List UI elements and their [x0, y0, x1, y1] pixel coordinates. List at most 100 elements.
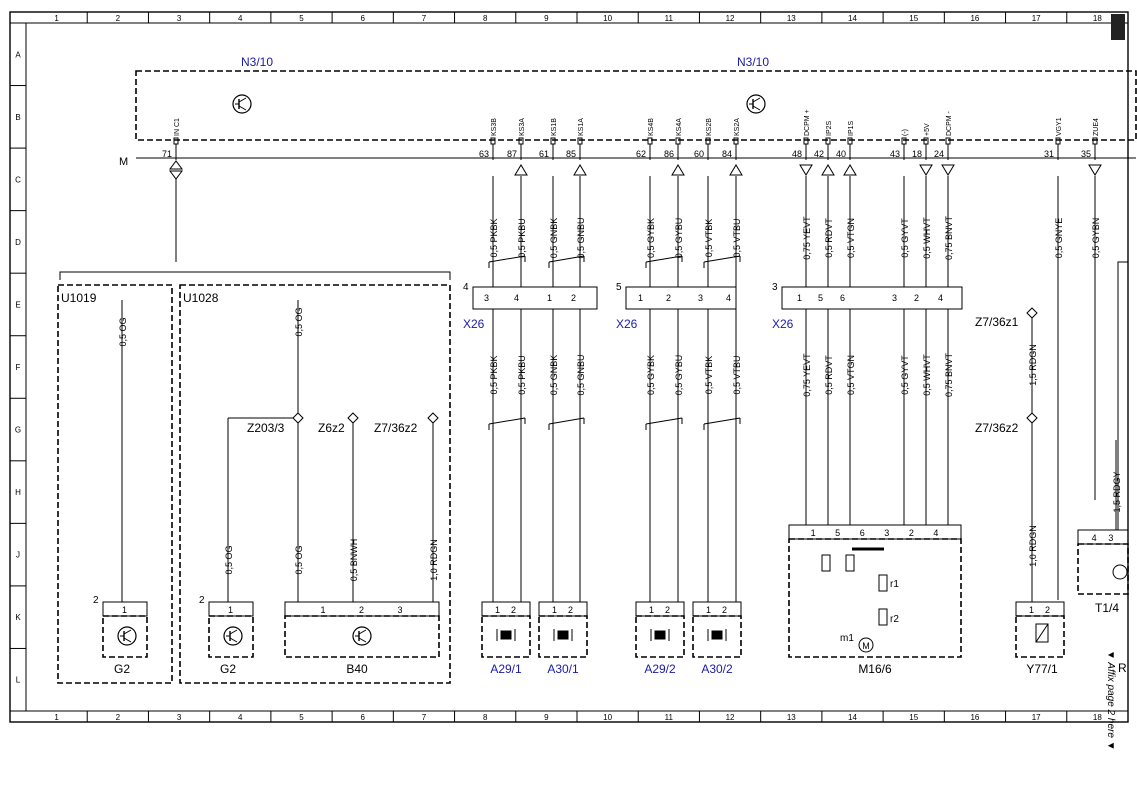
resistor-icon [821, 554, 831, 572]
side-note: ▼ Affix page 2 here ▼ [1105, 650, 1116, 751]
transistor-emitter [238, 105, 247, 111]
group-u1028 [179, 284, 451, 684]
splice-icon [347, 412, 359, 424]
transistor-icon [117, 626, 137, 646]
wire-label: 1,0 RDGN [429, 539, 439, 581]
col-number-top: 17 [1032, 14, 1041, 23]
wire-label: 1,0 RDGN [1028, 525, 1038, 567]
component-pin: 2 [1045, 605, 1050, 615]
col-number-bottom: 5 [299, 713, 304, 722]
signal-arrow-icon [573, 164, 587, 176]
splice-icon [427, 412, 439, 424]
pin-socket [923, 137, 929, 145]
col-number-top: 12 [726, 14, 735, 23]
pin-socket [803, 137, 809, 145]
splice-icon [1026, 307, 1038, 319]
transistor-collector [752, 97, 761, 103]
ecu-pin-label: KS2A [734, 118, 741, 136]
col-number-top: 3 [177, 14, 182, 23]
col-number-bottom: 7 [422, 713, 427, 722]
transistor-ring [117, 626, 137, 646]
group-u1019 [57, 284, 173, 684]
ecu-pin-label: KS2B [706, 118, 713, 136]
twist-mark [548, 255, 585, 263]
component-body [208, 615, 254, 658]
resistor-icon [845, 554, 855, 572]
col-number-top: 18 [1093, 14, 1102, 23]
twist-mark [645, 417, 683, 425]
ecu-pin-label: +5V [924, 123, 931, 136]
pin-socket [647, 137, 653, 145]
group-bracket [59, 271, 451, 280]
motor-icon [858, 637, 874, 653]
component-name: A29/1 [490, 662, 522, 676]
component-pin: 2 [909, 528, 914, 538]
col-number-bottom: 14 [848, 713, 857, 722]
resistor-r1-icon [878, 574, 888, 592]
ecu-pin-number: 31 [1044, 149, 1054, 159]
knock-sensor-icon [557, 630, 569, 640]
row-letter: G [15, 426, 21, 435]
component-pin-strip [481, 601, 531, 617]
wire-label-lower: 0,5 GYVT [900, 355, 910, 395]
ecu-pin-label: VGY1 [1056, 117, 1063, 136]
component-pin-strip [692, 601, 742, 617]
component-name: A29/2 [644, 662, 676, 676]
transistor-collector [123, 629, 132, 635]
wire-label-upper: 0,75 YEVT [802, 216, 812, 260]
signal-arrow-icon [821, 164, 835, 176]
row-letter: L [16, 676, 21, 685]
col-number-top: 15 [909, 14, 918, 23]
pin-socket [173, 137, 179, 145]
resistor-r2-icon [878, 608, 888, 626]
component-body [481, 615, 531, 658]
splice-label: Z7/36z2 [374, 421, 418, 435]
col-number-bottom: 17 [1032, 713, 1041, 722]
ecu-pin-number: 43 [890, 149, 900, 159]
col-number-top: 7 [422, 14, 427, 23]
ecu-pin-number: 61 [539, 149, 549, 159]
component-body [538, 615, 588, 658]
col-number-top: 4 [238, 14, 243, 23]
connector-body [472, 286, 598, 310]
row-letter: E [15, 300, 20, 309]
col-number-bottom: 12 [726, 713, 735, 722]
row-letter: F [16, 363, 21, 372]
connector-name: X26 [616, 317, 638, 331]
col-number-bottom: 8 [483, 713, 488, 722]
component-pin: 3 [398, 605, 403, 615]
wire-label: 0,5 OG [294, 545, 304, 574]
frame-border [9, 11, 1129, 723]
ecu-pin-label: KS4A [676, 118, 683, 136]
ecu-pin-number: 60 [694, 149, 704, 159]
col-number-bottom: 6 [360, 713, 365, 722]
ecu-pin-number: 24 [934, 149, 944, 159]
wire-label-upper: 0,5 VTBU [732, 218, 742, 257]
part-label: r1 [890, 579, 899, 590]
col-number-top: 6 [360, 14, 365, 23]
col-number-top: 16 [970, 14, 979, 23]
component-name: G2 [114, 662, 130, 676]
wire-label-upper: 0,5 GNBU [576, 217, 586, 258]
signal-arrow-icon [799, 164, 813, 176]
component-body [102, 615, 148, 658]
pin-socket [847, 137, 853, 145]
connector-number: 3 [772, 282, 778, 293]
signal-arrow-icon [514, 164, 528, 176]
component-pin: 1 [321, 605, 326, 615]
twist-mark [703, 255, 741, 263]
wire-label-upper: 0,5 VTGN [846, 218, 856, 258]
group-label: U1019 [61, 291, 97, 305]
pin-socket [675, 137, 681, 145]
component-pin: 2 [511, 605, 516, 615]
splice-icon [292, 412, 304, 424]
component-pin-strip [538, 601, 588, 617]
